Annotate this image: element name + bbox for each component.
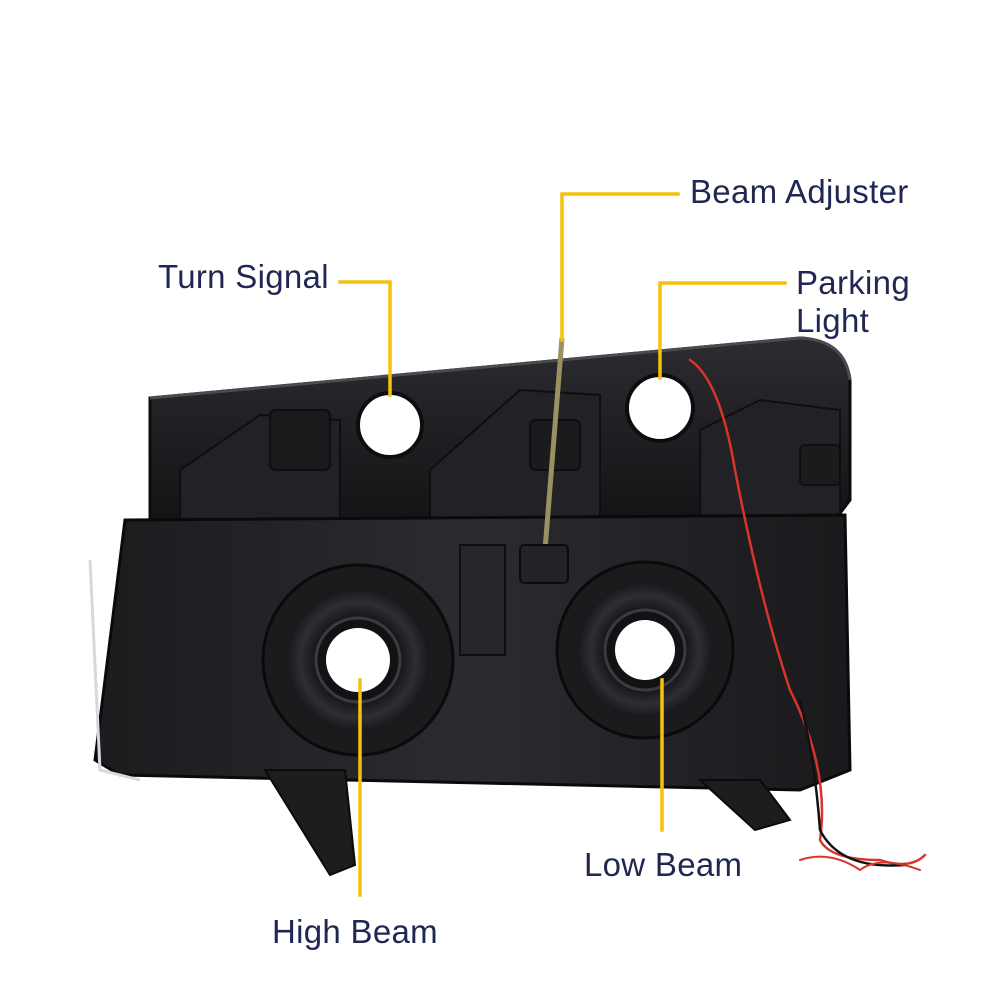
callout-label-high-beam: High Beam (272, 913, 438, 950)
right-mount-leg (697, 779, 792, 832)
lens-edge (88, 559, 141, 782)
callout-label-low-beam: Low Beam (584, 846, 743, 883)
callout-label-turn-signal: Turn Signal (158, 258, 329, 295)
left-mount-leg (263, 769, 357, 877)
callout-label-beam-adjuster: Beam Adjuster (690, 173, 909, 210)
callout-label-parking-light: Parking Light (796, 264, 910, 339)
callout-lines (338, 192, 787, 897)
callout-line-parking-light (658, 281, 787, 380)
parking-light-port (625, 373, 695, 443)
callout-line-turn-signal (338, 280, 392, 397)
beam-adjuster-screw (519, 337, 569, 584)
center-panel (459, 544, 506, 656)
wiring-harness (688, 358, 927, 872)
low-beam-socket (555, 560, 735, 740)
housing-top-edge (149, 336, 852, 400)
callout-line-beam-adjuster (560, 192, 680, 342)
high-beam-socket (261, 563, 455, 757)
turn-signal-port (356, 391, 424, 459)
